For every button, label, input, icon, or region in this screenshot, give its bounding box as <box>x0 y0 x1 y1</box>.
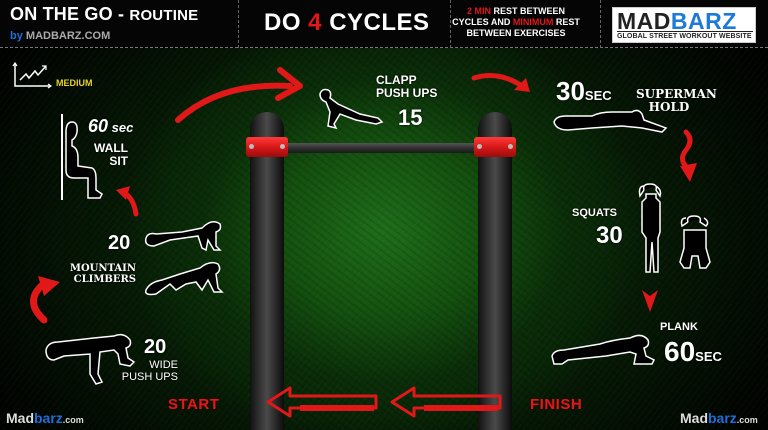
plank-amount: 60SEC <box>664 336 722 368</box>
amount-value: 30 <box>556 76 585 106</box>
wide-push-up-figure-icon <box>45 333 136 385</box>
squats-label: SQUATS <box>572 207 618 219</box>
pullup-post-left <box>250 112 284 430</box>
superman-hold-amount: 30SEC <box>556 76 612 107</box>
label-line: MOUNTAIN <box>69 263 136 274</box>
label-line: WALL <box>94 141 128 155</box>
logo-mad: MAD <box>617 8 671 34</box>
cycles-heading: DO 4 CYCLES <box>264 9 430 37</box>
wall-sit-figure-icon <box>61 114 103 200</box>
squats-amount: 30 <box>596 222 623 249</box>
logo-wordmark: MADBARZ <box>617 8 737 34</box>
cycles-count: 4 <box>308 9 323 36</box>
pullup-post-right <box>478 112 512 430</box>
label-line: CLAPP <box>376 73 417 87</box>
footer-mad: Mad <box>6 410 34 426</box>
header-divider <box>238 0 239 48</box>
footer-mad: Mad <box>680 410 708 426</box>
footer-barz: barz <box>34 410 63 426</box>
superman-figure-icon <box>553 109 668 133</box>
bar-clamp-right <box>474 137 516 157</box>
cycles-pre: DO <box>264 9 309 36</box>
footer-logo-left[interactable]: Madbarz.com <box>6 410 84 426</box>
bar-clamp-left <box>246 137 288 157</box>
finish-to-start-arrow-right <box>390 386 502 418</box>
rest-instructions: 2 MIN REST BETWEEN CYCLES AND MINIMUM RE… <box>450 6 582 39</box>
rest-duration: 2 MIN <box>466 6 491 16</box>
trend-chart-icon <box>12 61 53 89</box>
label-line: PUSH UPS <box>121 370 178 383</box>
curved-arrow-icon <box>471 73 528 91</box>
mountain-climber-figure-icon <box>144 221 224 296</box>
footer-com: .com <box>62 415 84 425</box>
title-main: ON THE GO - <box>10 4 130 24</box>
rest-text: BETWEEN EXERCISES <box>466 28 566 38</box>
squiggle-arrow-icon <box>680 129 693 171</box>
rest-text: CYCLES AND <box>452 17 513 27</box>
finish-label: FINISH <box>530 396 583 413</box>
amount-value: 60 <box>664 336 696 367</box>
page-title: ON THE GO - ROUTINE <box>10 4 198 25</box>
byline-site: MADBARZ.COM <box>25 30 111 42</box>
amount-unit: SEC <box>695 349 722 364</box>
start-label: START <box>168 396 220 413</box>
title-sub: ROUTINE <box>129 7 199 24</box>
footer-com: .com <box>736 415 758 425</box>
header-divider <box>600 0 601 48</box>
finish-to-start-arrow-left <box>266 386 378 418</box>
mountain-climbers-amount: 20 <box>108 232 131 254</box>
label-line: SUPERMAN <box>636 87 717 101</box>
rest-text: REST BETWEEN <box>491 6 566 16</box>
label-line: WIDE <box>149 359 178 371</box>
label-line: HOLD <box>648 99 690 114</box>
rest-minimum: MINIMUM <box>512 17 554 27</box>
madbarz-logo[interactable]: MADBARZ GLOBAL STREET WORKOUT WEBSITE <box>612 7 756 43</box>
logo-barz: BARZ <box>670 8 737 34</box>
logo-tagline: GLOBAL STREET WORKOUT WEBSITE <box>617 31 753 40</box>
wide-push-ups-amount: 20 <box>144 336 167 358</box>
down-arrow-icon <box>642 290 658 312</box>
difficulty-label: MEDIUM <box>56 78 93 88</box>
amount-unit: sec <box>108 120 134 135</box>
curved-arrow-icon <box>123 191 139 217</box>
rest-text: REST <box>553 17 580 27</box>
clapp-push-ups-amount: 15 <box>398 105 423 130</box>
footer-barz: barz <box>708 410 737 426</box>
footer-logo-right[interactable]: Madbarz.com <box>680 410 758 426</box>
push-up-figure-icon <box>319 88 384 130</box>
label-line: CLIMBERS <box>73 273 136 285</box>
plank-label: PLANK <box>660 321 698 333</box>
cycles-post: CYCLES <box>322 9 430 36</box>
label-line: PUSH UPS <box>376 85 438 100</box>
header-bar: ON THE GO - ROUTINE by MADBARZ.COM DO 4 … <box>0 0 768 48</box>
plank-figure-icon <box>551 334 656 365</box>
amount-value: 60 <box>88 116 109 136</box>
byline: by MADBARZ.COM <box>10 30 110 42</box>
byline-by: by <box>10 30 26 42</box>
amount-unit: SEC <box>584 88 612 103</box>
label-line: SIT <box>109 153 128 168</box>
squat-figure-icon <box>638 183 711 273</box>
curved-arrow-icon <box>175 82 293 123</box>
header-divider <box>450 0 451 48</box>
wall-sit-amount: 60 sec <box>88 116 133 137</box>
pullup-crossbar <box>262 143 502 153</box>
